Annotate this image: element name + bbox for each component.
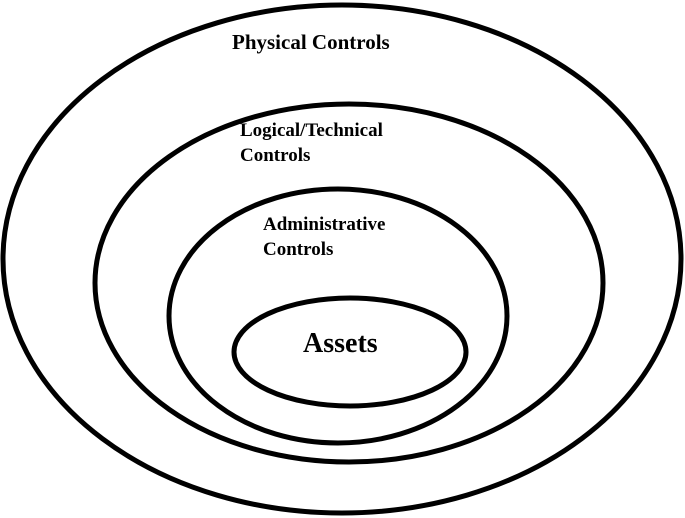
administrative-controls-label: Administrative Controls — [263, 212, 385, 263]
assets-ring — [231, 295, 469, 409]
administrative-controls-label-line-2: Controls — [263, 239, 334, 261]
administrative-controls-label-line-1: Administrative — [263, 214, 386, 235]
physical-controls-label-line-1: Physical Controls — [232, 30, 390, 54]
logical-technical-controls-ring — [92, 101, 606, 465]
logical-technical-controls-label-line-1: Logical/Technical — [240, 120, 383, 141]
administrative-controls-ring — [166, 186, 510, 446]
logical-technical-controls-label: Logical/Technical Controls — [240, 118, 383, 169]
logical-technical-controls-label-line-2: Controls — [240, 145, 311, 167]
physical-controls-label: Physical Controls — [232, 30, 390, 55]
assets-label-line-1: Assets — [303, 328, 378, 359]
assets-label: Assets — [303, 327, 378, 361]
